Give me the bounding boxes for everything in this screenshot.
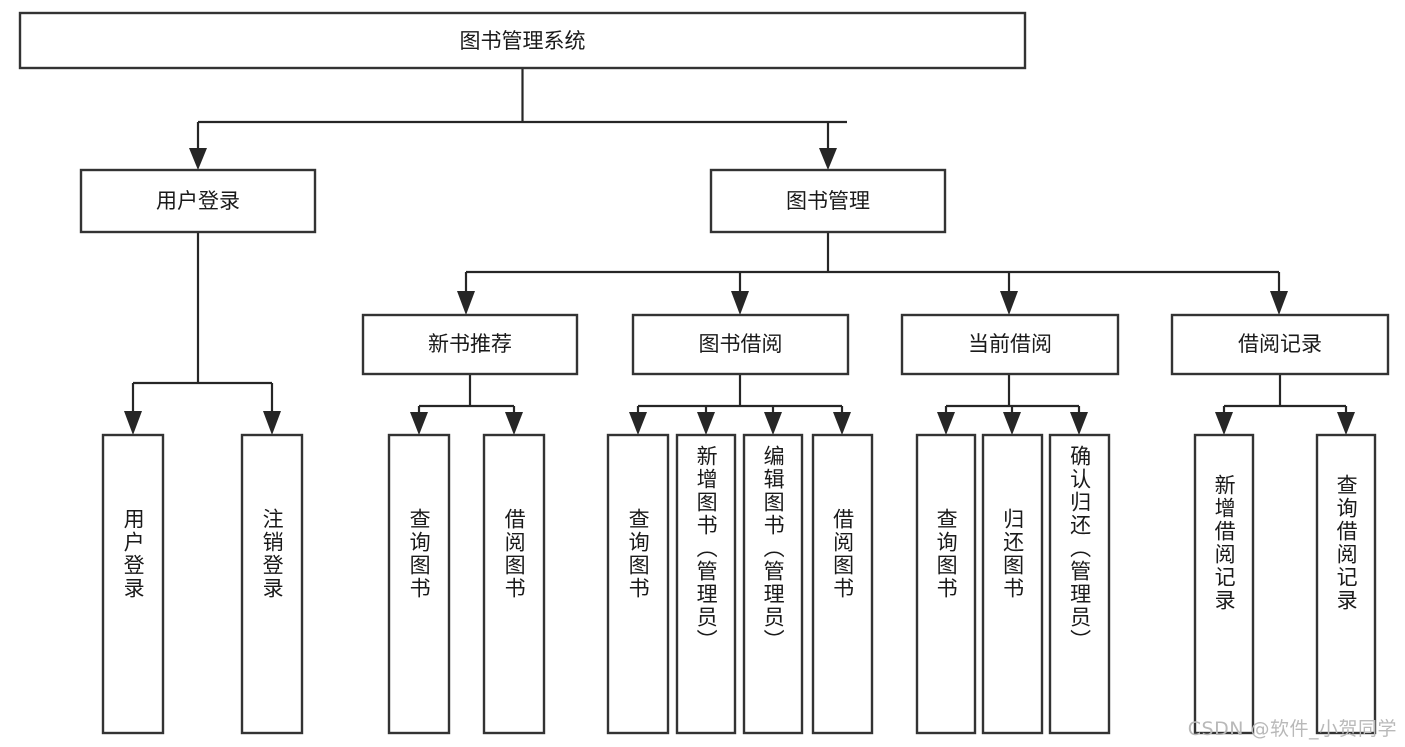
node-book-management[interactable]: 图书管理 <box>709 168 947 234</box>
node-leaf-edit-book-admin-rect[interactable] <box>742 433 804 735</box>
arrow-to-book-management <box>819 148 837 170</box>
arrow-to-book-borrow <box>731 291 749 315</box>
node-leaf-query-book-borrow-rect[interactable] <box>606 433 670 735</box>
csdn-watermark: CSDN @软件_小贺同学 <box>1187 718 1397 740</box>
node-user-login-label: 用户登录 <box>156 189 240 213</box>
node-leaf-user-login-rect[interactable] <box>101 433 165 735</box>
node-new-book-recommend[interactable]: 新书推荐 <box>361 313 579 376</box>
node-leaf-add-borrow-record-rect[interactable] <box>1193 433 1255 735</box>
node-current-borrow-rect[interactable] <box>900 313 1120 376</box>
node-root-label: 图书管理系统 <box>460 29 586 53</box>
node-current-borrow-label: 当前借阅 <box>968 332 1052 356</box>
node-book-borrow-label: 图书借阅 <box>699 332 783 356</box>
arrow-to-leaf-return-book <box>1003 412 1021 435</box>
node-new-book-recommend-label: 新书推荐 <box>428 332 512 356</box>
node-leaf-confirm-return-admin-rect[interactable] <box>1048 433 1111 735</box>
node-leaf-borrow-book-recommend-rect[interactable] <box>482 433 546 735</box>
arrow-to-leaf-add-borrow-record <box>1215 412 1233 435</box>
node-leaf-query-borrow-record-rect[interactable] <box>1315 433 1377 735</box>
node-leaf-query-book-recommend-rect[interactable] <box>387 433 451 735</box>
arrow-to-leaf-confirm-return-admin <box>1070 412 1088 435</box>
arrow-to-new-book-recommend <box>457 291 475 315</box>
arrow-to-leaf-borrow-book <box>833 412 851 435</box>
arrow-to-leaf-edit-book-admin <box>764 412 782 435</box>
node-user-login[interactable]: 用户登录 <box>79 168 317 234</box>
arrow-to-leaf-query-book-borrow <box>629 412 647 435</box>
edges-layer <box>124 68 1355 435</box>
node-borrow-record[interactable]: 借阅记录 <box>1170 313 1390 376</box>
boxes-layer: 图书管理系统 用户登录 图书管理 新书推荐 图书借阅 当前 <box>18 11 1390 735</box>
node-current-borrow[interactable]: 当前借阅 <box>900 313 1120 376</box>
arrow-to-leaf-logout-login <box>263 411 281 435</box>
node-leaf-add-book-admin-rect[interactable] <box>675 433 737 735</box>
node-book-management-rect[interactable] <box>709 168 947 234</box>
node-leaf-borrow-book-rect[interactable] <box>811 433 874 735</box>
node-user-login-rect[interactable] <box>79 168 317 234</box>
node-borrow-record-label: 借阅记录 <box>1238 332 1322 356</box>
node-new-book-recommend-rect[interactable] <box>361 313 579 376</box>
node-book-management-label: 图书管理 <box>786 189 870 213</box>
node-root-rect[interactable] <box>18 11 1027 70</box>
node-leaf-return-book-rect[interactable] <box>981 433 1044 735</box>
node-leaf-logout-login-rect[interactable] <box>240 433 304 735</box>
node-borrow-record-rect[interactable] <box>1170 313 1390 376</box>
arrow-to-leaf-add-book-admin <box>697 412 715 435</box>
node-book-borrow[interactable]: 图书借阅 <box>631 313 850 376</box>
arrow-to-leaf-query-book-recommend <box>410 412 428 435</box>
arrow-to-leaf-query-book-current <box>937 412 955 435</box>
node-leaf-query-book-current-rect[interactable] <box>915 433 977 735</box>
arrow-to-leaf-query-borrow-record <box>1337 412 1355 435</box>
node-root[interactable]: 图书管理系统 <box>18 11 1027 70</box>
arrow-to-current-borrow <box>1000 291 1018 315</box>
node-book-borrow-rect[interactable] <box>631 313 850 376</box>
arrow-to-leaf-user-login <box>124 411 142 435</box>
arrow-to-user-login <box>189 148 207 170</box>
arrow-to-leaf-borrow-book-recommend <box>505 412 523 435</box>
arrow-to-borrow-record <box>1270 291 1288 315</box>
